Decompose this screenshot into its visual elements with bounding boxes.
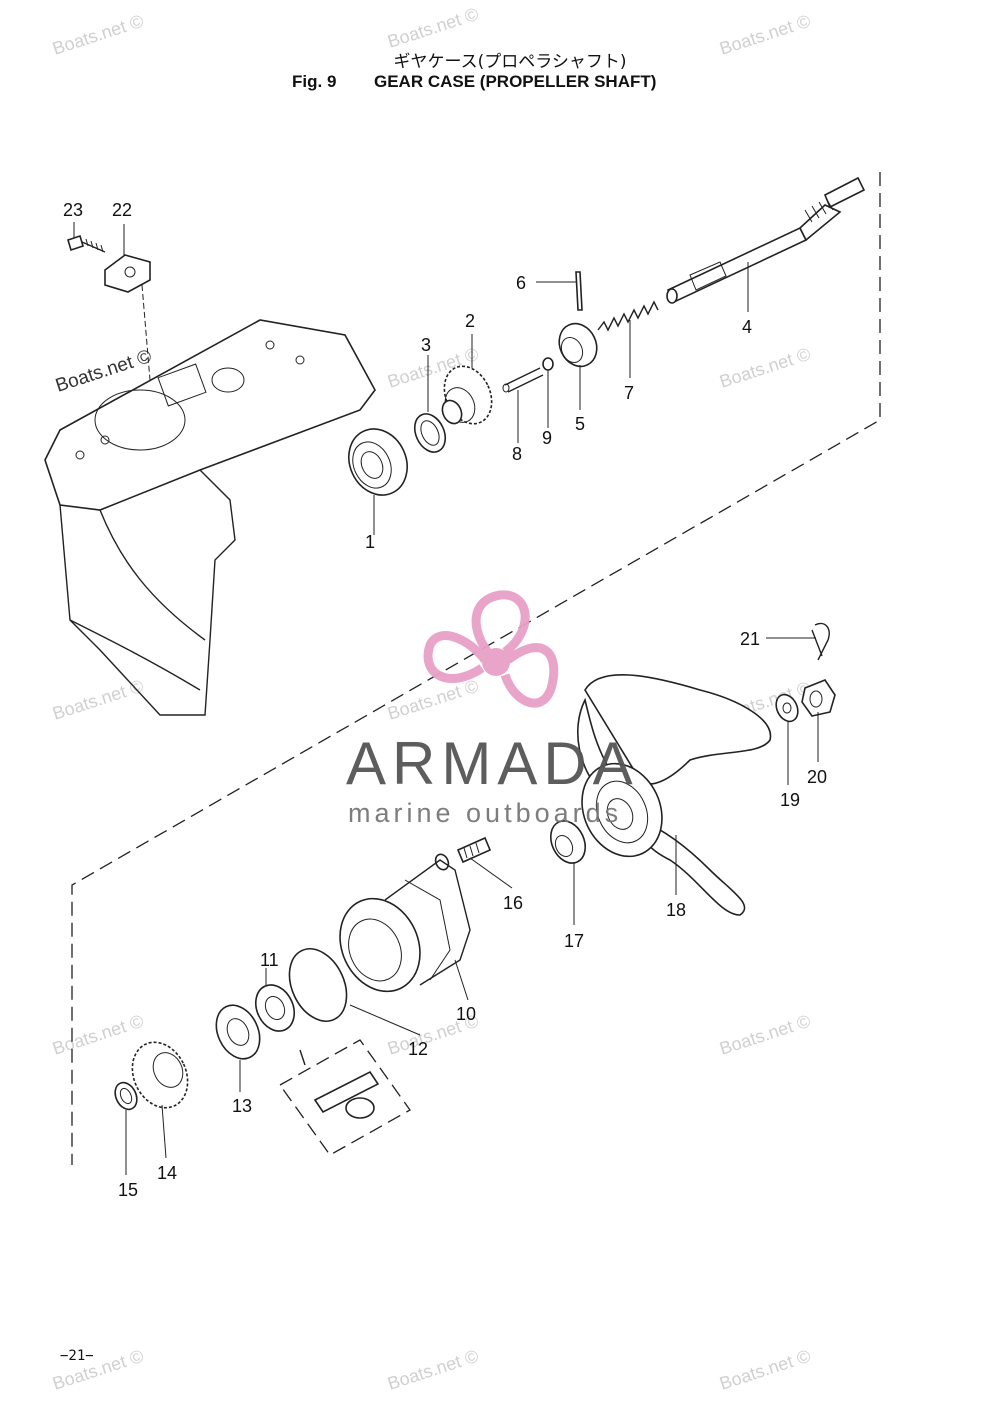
- callout-18: 18: [666, 900, 686, 920]
- callout-23: 23: [63, 200, 83, 220]
- callout-20: 20: [807, 767, 827, 787]
- watermark: Boats.net ©: [717, 11, 813, 59]
- callout-16: 16: [503, 893, 523, 913]
- callout-7: 7: [624, 383, 634, 403]
- leader-lines: [73, 222, 819, 1175]
- thrust-hub-17: [549, 820, 587, 864]
- watermark: Boats.net ©: [50, 676, 146, 724]
- bearing-1: [348, 428, 408, 496]
- shim-3: [413, 413, 447, 453]
- oil-seal-11: [254, 984, 296, 1032]
- page-number: −21−: [60, 1348, 94, 1364]
- callout-6: 6: [516, 273, 526, 293]
- callout-labels: 1 2 3 4 5 6 7 8 9 10 11 12 13 14 15 16 1…: [63, 200, 827, 1200]
- bearing-install-detail: [279, 1039, 411, 1156]
- bearing-housing-10: [339, 859, 471, 993]
- callout-4: 4: [742, 317, 752, 337]
- callout-19: 19: [780, 790, 800, 810]
- figure-number: Fig. 9: [292, 72, 337, 91]
- brand-tagline: marine outboards: [348, 798, 622, 828]
- callout-12: 12: [408, 1039, 428, 1059]
- brand-name: ARMADA: [346, 730, 639, 797]
- callout-22: 22: [112, 200, 132, 220]
- anode-block-22: [104, 254, 151, 381]
- watermark: Boats.net ©: [385, 4, 481, 52]
- callout-2: 2: [465, 311, 475, 331]
- watermark: Boats.net ©: [385, 1346, 481, 1394]
- armada-logo: ARMADA marine outboards: [346, 590, 639, 828]
- callout-15: 15: [118, 1180, 138, 1200]
- figure-title-english: GEAR CASE (PROPELLER SHAFT): [374, 72, 657, 91]
- watermark: Boats.net ©: [385, 676, 481, 724]
- gear-case-housing: [44, 319, 376, 716]
- callout-10: 10: [456, 1004, 476, 1024]
- callout-21: 21: [740, 629, 760, 649]
- watermark: Boats.net ©: [717, 1011, 813, 1059]
- callout-8: 8: [512, 444, 522, 464]
- watermark: Boats.net ©: [717, 344, 813, 392]
- clutch-dog-5: [558, 322, 598, 368]
- bolt-23: [67, 234, 106, 253]
- callout-17: 17: [564, 931, 584, 951]
- watermark: Boats.net ©: [717, 1346, 813, 1394]
- reverse-gear-14: [131, 1041, 189, 1109]
- propeller-18: [577, 674, 772, 916]
- castle-nut-20: [801, 679, 836, 717]
- cotter-pin-21: [811, 622, 830, 661]
- propeller-logo-icon: [423, 590, 559, 708]
- callout-9: 9: [542, 428, 552, 448]
- figure-title-japanese: ギヤケース(プロペラシャフト): [393, 52, 627, 72]
- washer-19: [775, 693, 799, 723]
- watermark: Boats.net ©: [50, 11, 146, 59]
- bearing-13: [215, 1004, 261, 1060]
- propeller-shaft-4: [666, 176, 866, 304]
- callout-13: 13: [232, 1096, 252, 1116]
- figure-title: Fig. 9 GEAR CASE (PROPELLER SHAFT): [292, 72, 656, 92]
- callout-1: 1: [365, 532, 375, 552]
- shim-15: [114, 1081, 138, 1111]
- bolt-16: [434, 836, 492, 871]
- watermark: Boats.net ©: [50, 1011, 146, 1059]
- forward-gear-2: [441, 365, 493, 425]
- pin-9: [542, 357, 554, 371]
- cross-pin-6: [575, 271, 583, 311]
- callout-11: 11: [260, 950, 279, 970]
- callout-14: 14: [157, 1163, 177, 1183]
- callout-5: 5: [575, 414, 585, 434]
- o-ring-12: [288, 948, 348, 1022]
- plunger-8: [502, 367, 544, 393]
- spring-7: [597, 300, 659, 332]
- callout-3: 3: [421, 335, 431, 355]
